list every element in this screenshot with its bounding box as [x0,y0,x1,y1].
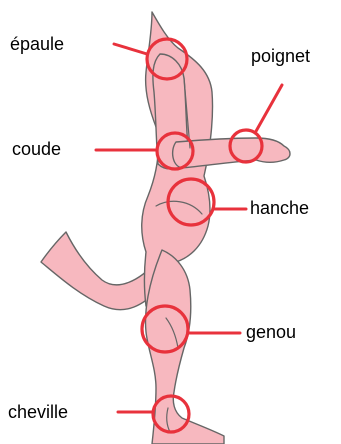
wrist-label: poignet [251,46,310,66]
hip-label: hanche [250,198,309,218]
front-leg [146,250,224,444]
wrist-leader [255,85,282,133]
knee-label: genou [246,322,296,342]
back-leg [41,232,158,310]
elbow-label: coude [12,139,61,159]
shoulder-leader [114,44,147,54]
body-figure [41,12,290,444]
ankle-label: cheville [8,402,68,422]
shoulder-label: épaule [10,34,64,54]
